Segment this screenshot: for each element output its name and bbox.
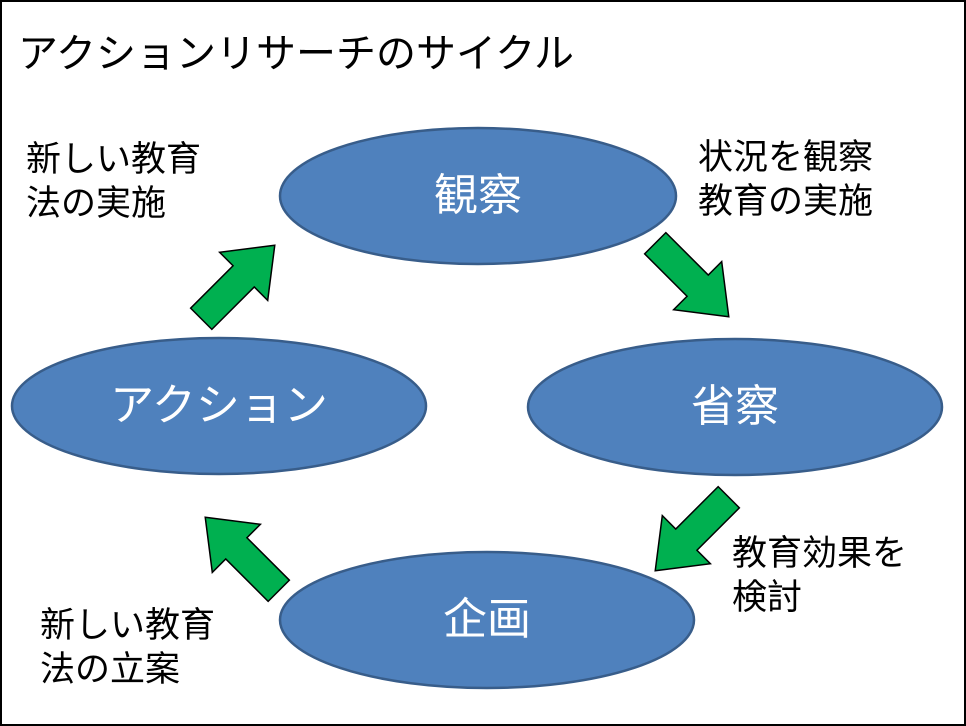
- note-top-left: 新しい教育 法の実施: [26, 138, 201, 226]
- node-observe: 観察: [278, 126, 678, 266]
- node-reflect: 省察: [526, 337, 944, 477]
- node-action-ellipse: [10, 336, 428, 476]
- note-top-left-line-2: 法の実施: [26, 184, 167, 224]
- note-bottom-right-line-2: 検討: [732, 578, 803, 618]
- note-top-right: 状況を観察 教育の実施: [698, 136, 873, 224]
- arrow-reflect-to-plan: [654, 485, 741, 572]
- note-bottom-right: 教育効果を 検討: [732, 532, 907, 620]
- node-observe-ellipse: [278, 126, 678, 266]
- node-action: アクション: [10, 336, 428, 476]
- note-bottom-right-line-1: 教育効果を: [732, 534, 908, 574]
- arrow-plan-to-action: [204, 516, 291, 603]
- node-reflect-ellipse: [526, 337, 944, 477]
- note-top-right-line-1: 状況を観察: [698, 138, 874, 178]
- note-top-left-line-1: 新しい教育: [26, 140, 202, 180]
- node-plan-label: 企画: [443, 594, 531, 645]
- note-bottom-left: 新しい教育 法の立案: [40, 604, 215, 692]
- node-plan: 企画: [278, 550, 696, 690]
- note-bottom-left-line-1: 新しい教育: [40, 606, 216, 646]
- note-bottom-left-line-2: 法の立案: [40, 650, 181, 690]
- arrow-action-to-observe: [189, 244, 276, 331]
- node-plan-ellipse: [278, 550, 696, 690]
- node-action-label: アクション: [110, 380, 328, 431]
- node-observe-label: 観察: [434, 170, 522, 221]
- node-reflect-label: 省察: [691, 381, 779, 432]
- arrow-observe-to-reflect: [643, 231, 730, 318]
- note-top-right-line-2: 教育の実施: [698, 182, 874, 222]
- diagram-title: アクションリサーチのサイクル: [18, 31, 574, 77]
